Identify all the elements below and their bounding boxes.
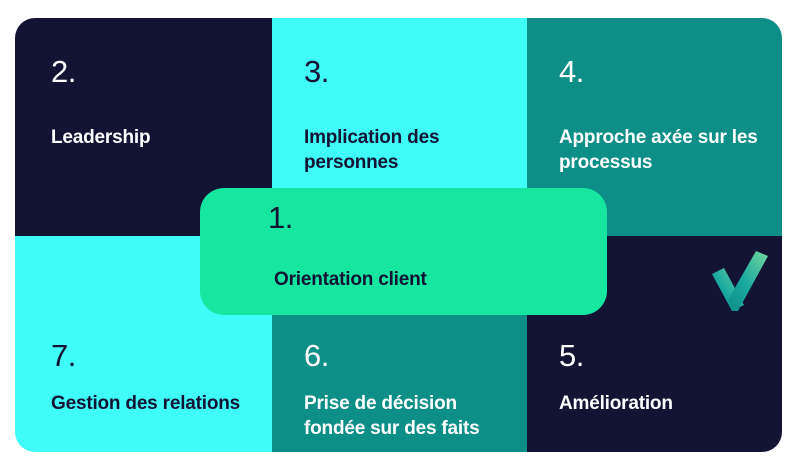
principle-label: Approche axée sur les processus	[559, 127, 758, 174]
principle-label: Prise de décision fondée sur des faits	[304, 393, 480, 440]
principle-cell-1-center[interactable]: 1. Orientation client	[200, 188, 607, 315]
principle-number: 3.	[304, 54, 329, 89]
principle-number: 6.	[304, 338, 329, 373]
principles-grid: 2. Leadership 3. Implication des personn…	[15, 18, 782, 452]
checkmark-logo-icon	[708, 248, 772, 316]
principle-number: 5.	[559, 338, 584, 373]
principle-cell-2[interactable]: 2. Leadership	[15, 18, 272, 236]
principle-number: 4.	[559, 54, 584, 89]
principle-label: Amélioration	[559, 393, 673, 414]
principle-number: 1.	[268, 200, 293, 235]
principle-number: 2.	[51, 54, 76, 89]
principle-label: Orientation client	[274, 269, 427, 290]
principle-number: 7.	[51, 338, 76, 373]
principle-label: Gestion des relations	[51, 393, 241, 414]
principle-label: Implication des personnes	[304, 127, 440, 174]
principle-label: Leadership	[51, 127, 151, 148]
